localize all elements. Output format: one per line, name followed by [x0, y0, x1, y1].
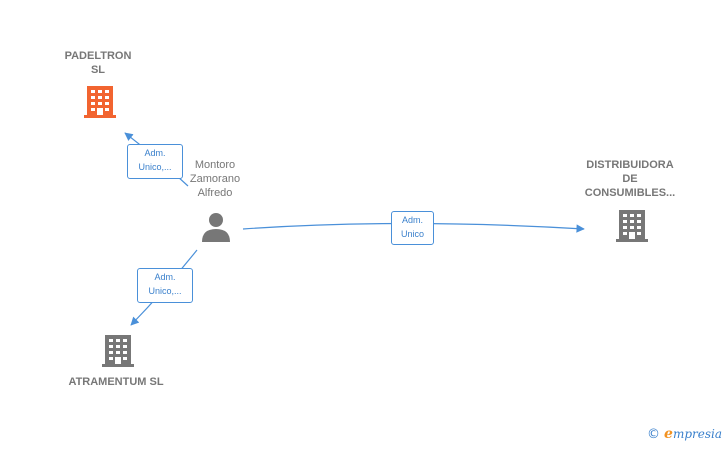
atramentum-building-icon[interactable] — [102, 335, 134, 367]
distribuidora-building-icon[interactable] — [616, 210, 648, 242]
edge-label-distribuidora[interactable]: Adm. Unico — [391, 211, 434, 245]
padeltron-label[interactable]: PADELTRON SL — [64, 50, 132, 76]
copyright-icon: © — [647, 427, 661, 442]
edge-label-atramentum[interactable]: Adm. Unico,... — [137, 268, 193, 303]
person-icon[interactable] — [202, 213, 230, 242]
distribuidora-label[interactable]: DISTRIBUIDORA DE CONSUMIBLES... — [584, 159, 676, 199]
edge-label-padeltron[interactable]: Adm. Unico,... — [127, 144, 183, 179]
person-label[interactable]: Montoro Zamorano Alfredo — [189, 159, 241, 199]
empresia-watermark: ©empresia — [647, 426, 722, 442]
brand-initial: e — [664, 426, 673, 442]
brand-rest: mpresia — [672, 427, 722, 441]
atramentum-label[interactable]: ATRAMENTUM SL — [68, 376, 164, 388]
padeltron-building-icon[interactable] — [84, 86, 116, 118]
